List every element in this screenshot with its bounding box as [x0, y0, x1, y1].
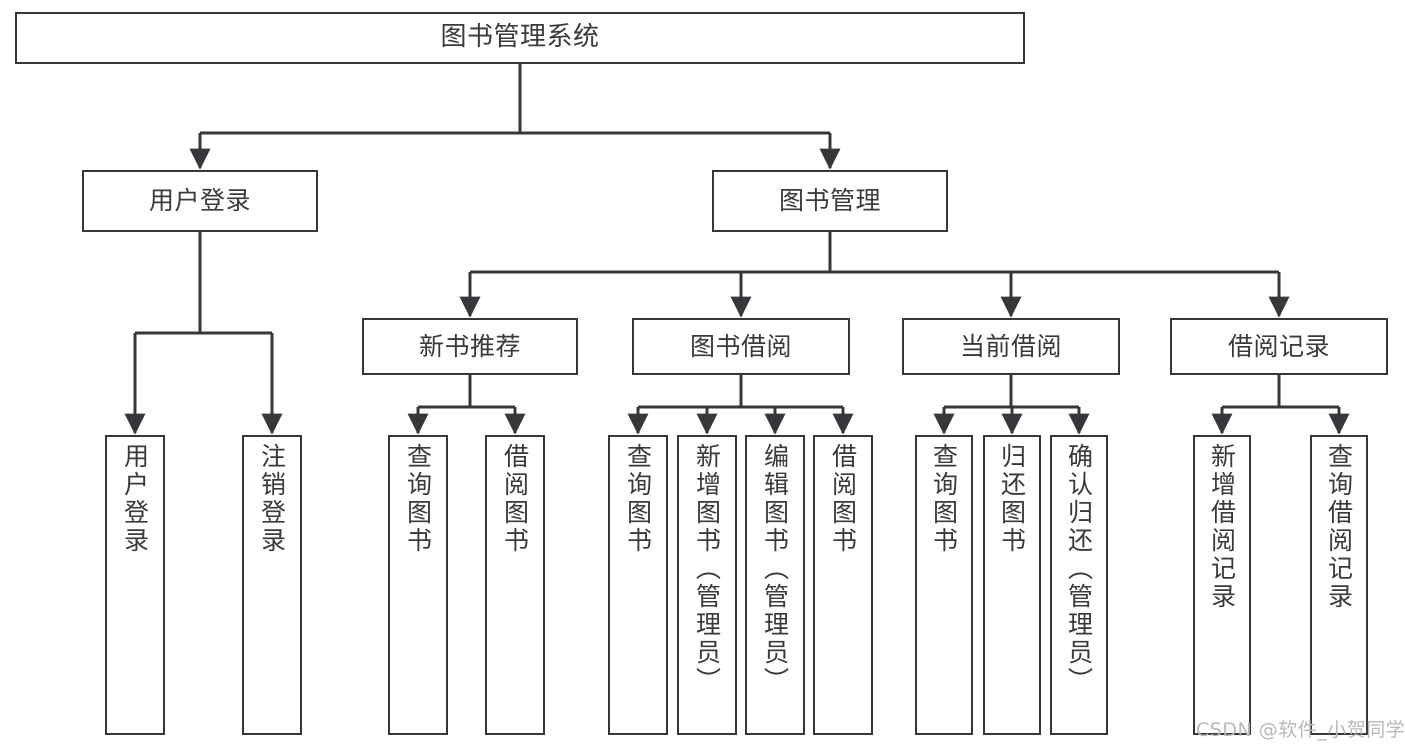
watermark: CSDN @软件_小贺同学 [1196, 719, 1405, 741]
leaf-borrow-books-recommend-label: 借阅图书 [500, 443, 530, 555]
node-borrow-records[interactable]: 借阅记录 [1170, 318, 1388, 375]
leaf-query-books-borrow[interactable]: 查询图书 [608, 435, 668, 735]
leaf-user-login-label: 用户登录 [120, 443, 150, 555]
node-book-borrow[interactable]: 图书借阅 [632, 318, 850, 375]
leaf-logout[interactable]: 注销登录 [242, 435, 302, 735]
leaf-query-borrow-record-label: 查询借阅记录 [1324, 443, 1354, 611]
leaf-user-login[interactable]: 用户登录 [105, 435, 165, 735]
node-new-book-recommend-label: 新书推荐 [418, 331, 521, 361]
leaf-borrow-book-label: 借阅图书 [828, 443, 858, 555]
leaf-query-books-current[interactable]: 查询图书 [915, 435, 973, 735]
leaf-query-borrow-record[interactable]: 查询借阅记录 [1310, 435, 1368, 735]
node-book-management[interactable]: 图书管理 [712, 170, 948, 232]
node-user-login-label: 用户登录 [148, 186, 251, 215]
leaf-confirm-return-admin-label: 确认归还（管理员） [1064, 443, 1094, 695]
node-book-management-label: 图书管理 [778, 186, 881, 215]
leaf-edit-book-admin-label: 编辑图书（管理员） [760, 443, 790, 695]
node-root[interactable]: 图书管理系统 [15, 12, 1025, 64]
leaf-query-books-current-label: 查询图书 [929, 443, 959, 555]
node-current-borrow-label: 当前借阅 [959, 331, 1062, 361]
leaf-query-books-recommend-label: 查询图书 [403, 443, 433, 555]
leaf-edit-book-admin[interactable]: 编辑图书（管理员） [745, 435, 805, 735]
leaf-borrow-books-recommend[interactable]: 借阅图书 [485, 435, 545, 735]
leaf-confirm-return-admin[interactable]: 确认归还（管理员） [1050, 435, 1108, 735]
node-borrow-records-label: 借阅记录 [1227, 331, 1330, 361]
leaf-add-book-admin-label: 新增图书（管理员） [692, 443, 722, 695]
node-root-label: 图书管理系统 [440, 22, 600, 53]
leaf-logout-label: 注销登录 [257, 443, 287, 555]
node-new-book-recommend[interactable]: 新书推荐 [362, 318, 578, 375]
leaf-return-book[interactable]: 归还图书 [983, 435, 1041, 735]
leaf-query-books-recommend[interactable]: 查询图书 [388, 435, 448, 735]
leaf-add-borrow-record-label: 新增借阅记录 [1207, 443, 1237, 611]
node-user-login[interactable]: 用户登录 [82, 170, 318, 232]
node-current-borrow[interactable]: 当前借阅 [902, 318, 1120, 375]
leaf-add-book-admin[interactable]: 新增图书（管理员） [677, 435, 737, 735]
leaf-query-books-borrow-label: 查询图书 [623, 443, 653, 555]
leaf-return-book-label: 归还图书 [997, 443, 1027, 555]
leaf-add-borrow-record[interactable]: 新增借阅记录 [1193, 435, 1251, 735]
leaf-borrow-book[interactable]: 借阅图书 [813, 435, 873, 735]
node-book-borrow-label: 图书借阅 [689, 331, 792, 361]
